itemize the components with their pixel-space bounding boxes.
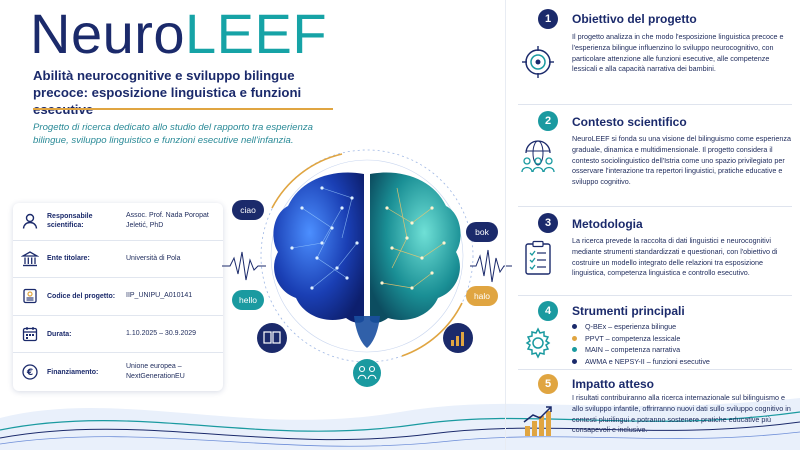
euro-icon: € <box>13 363 47 381</box>
section-obiettivo: 1 Obiettivo del progetto Il progetto ana… <box>510 0 800 92</box>
intro-text: Progetto di ricerca dedicato allo studio… <box>33 122 313 146</box>
info-label: Responsabile scientifica: <box>47 213 93 230</box>
section-title: Strumenti principali <box>572 304 685 318</box>
section-strumenti: 4 Strumenti principali Q-BEx – esperienz… <box>510 297 800 369</box>
bubble-text: ciao <box>240 205 256 215</box>
list-item: Q-BEx – esperienza bilingue <box>572 321 794 333</box>
bubble-halo: halo <box>466 286 498 306</box>
institution-icon <box>13 250 47 268</box>
id-badge-icon <box>13 287 47 305</box>
section-number: 5 <box>538 374 558 394</box>
section-text: I risultati contribuiranno alla ricerca … <box>572 393 791 435</box>
tools-list: Q-BEx – esperienza bilingue PPVT – compe… <box>572 321 794 367</box>
divider-line <box>33 108 333 110</box>
project-info-card: Responsabile scientifica: Assoc. Prof. N… <box>13 203 223 391</box>
section-text: Il progetto analizza in che modo l'espos… <box>572 32 784 74</box>
title-leef: LEEF <box>185 2 328 65</box>
list-item: PPVT – competenza lessicale <box>572 333 794 345</box>
calendar-icon <box>13 325 47 343</box>
bubble-ciao: ciao <box>232 200 264 220</box>
section-divider <box>518 206 792 207</box>
tool-text: Q-BEx – esperienza bilingue <box>585 322 677 331</box>
bubble-text: hello <box>239 295 257 305</box>
subtitle: Abilità neurocognitive e sviluppo biling… <box>33 68 302 117</box>
bullet-dot <box>572 347 577 353</box>
list-item: MAIN – competenza narrativa <box>572 344 794 356</box>
bullet-dot <box>572 335 577 341</box>
section-number: 4 <box>538 301 558 321</box>
brain-illustration: ciao hello bok halo <box>222 148 512 390</box>
tool-text: AWMA e NEPSY-II – funzioni esecutive <box>585 356 710 366</box>
growth-chart-icon <box>518 401 558 441</box>
info-row-finanziamento: € Finanziamento: Unione europea – NextGe… <box>13 353 223 391</box>
info-value: Unione europea – NextGenerationEU <box>126 363 185 381</box>
section-text: La ricerca prevede la raccolta di dati l… <box>572 236 778 278</box>
section-number: 2 <box>538 111 558 131</box>
section-text: NeuroLEEF si fonda su una visione del bi… <box>572 134 791 187</box>
info-label: Durata: <box>47 330 72 338</box>
info-label: Ente titolare: <box>47 255 90 263</box>
info-value: IIP_UNIPU_A010141 <box>126 292 193 300</box>
info-row-ente: Ente titolare: Università di Pola <box>13 241 223 279</box>
bubble-hello: hello <box>232 290 264 310</box>
section-number: 1 <box>538 9 558 29</box>
clipboard-checklist-icon <box>518 238 558 278</box>
section-metodologia: 3 Metodologia La ricerca prevede la racc… <box>510 208 800 298</box>
title-neuro: Neuro <box>30 2 186 65</box>
info-label: Finanziamento: <box>47 368 99 376</box>
decorative-waves <box>0 398 800 450</box>
section-title: Metodologia <box>572 217 643 231</box>
section-contesto: 2 Contesto scientifico NeuroLEEF si fond… <box>510 106 800 206</box>
svg-text:€: € <box>26 368 33 378</box>
tool-text: MAIN – competenza narrativa <box>585 345 681 355</box>
info-value: 1.10.2025 – 30.9.2029 <box>126 330 197 338</box>
info-label: Codice del progetto: <box>47 292 116 300</box>
info-value: Assoc. Prof. Nada Poropat Jeletić, PhD <box>126 212 209 230</box>
section-divider <box>518 295 792 296</box>
column-divider <box>505 0 506 450</box>
section-divider <box>518 104 792 105</box>
section-title: Obiettivo del progetto <box>572 12 697 26</box>
info-value: Università di Pola <box>126 254 181 262</box>
bullet-dot <box>572 324 577 330</box>
bubble-text: bok <box>475 227 489 237</box>
bubble-bok: bok <box>466 222 498 242</box>
bullet-dot <box>572 359 577 365</box>
gear-icon <box>518 323 558 363</box>
section-title: Contesto scientifico <box>572 115 687 129</box>
section-impatto: 5 Impatto atteso I risultati contribuira… <box>510 371 800 450</box>
person-icon <box>13 212 47 230</box>
info-row-responsabile: Responsabile scientifica: Assoc. Prof. N… <box>13 203 223 241</box>
section-divider <box>518 369 792 370</box>
section-title: Impatto atteso <box>572 377 655 391</box>
network-people-icon <box>518 136 558 176</box>
section-number: 3 <box>538 213 558 233</box>
info-row-codice: Codice del progetto: IIP_UNIPU_A010141 <box>13 278 223 316</box>
tool-text: PPVT – competenza lessicale <box>585 333 681 343</box>
bubble-text: halo <box>473 291 491 301</box>
target-icon <box>518 42 558 82</box>
list-item: AWMA e NEPSY-II – funzioni esecutive <box>572 356 794 368</box>
info-row-durata: Durata: 1.10.2025 – 30.9.2029 <box>13 316 223 354</box>
page-title: NeuroLEEF <box>30 2 327 66</box>
